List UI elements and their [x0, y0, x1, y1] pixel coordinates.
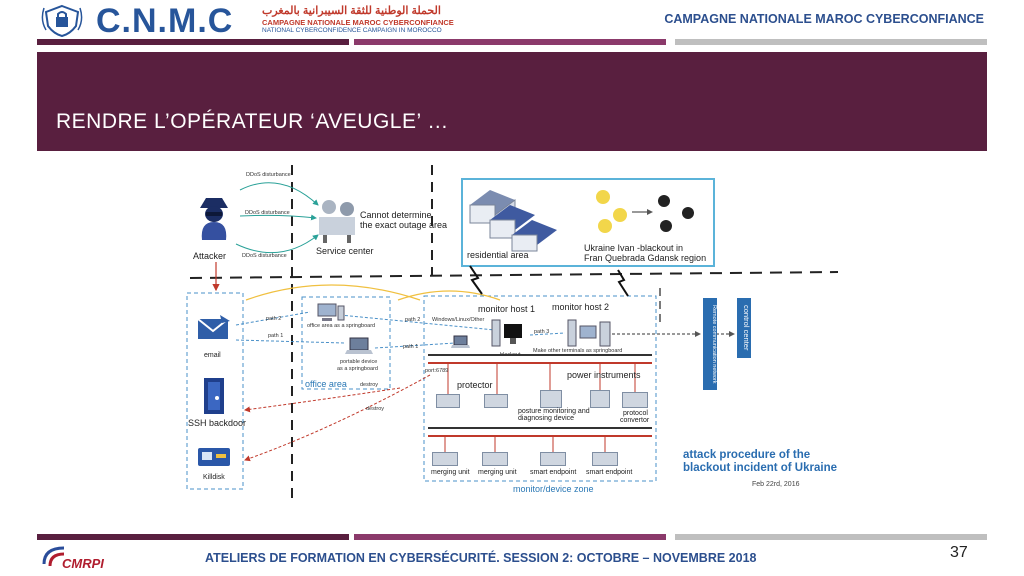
posture-label-2: diagnosing device	[518, 415, 575, 422]
header-bar-mauve	[354, 39, 666, 45]
protocol-label-1: protocol	[623, 410, 648, 417]
merging-unit-label-1: merging unit	[431, 469, 470, 476]
protocol-label-2: convertor	[620, 417, 650, 424]
monitor-host-2-label: monitor host 2	[552, 302, 610, 312]
protector-label: protector	[457, 380, 493, 390]
title-banner	[37, 52, 987, 151]
page-number: 37	[950, 544, 968, 561]
blackout-label: blackout	[500, 352, 521, 358]
service-center-icon	[315, 195, 360, 248]
smart-endpoint-label-2: smart endpoint	[586, 469, 633, 476]
logo-french: CAMPAGNE NATIONALE MAROC CYBERCONFIANCE	[262, 18, 454, 27]
service-center-label: Service center	[316, 246, 374, 256]
power-instruments-label: power instruments	[567, 370, 641, 380]
footer-session: ATELIERS DE FORMATION EN CYBERSÉCURITÉ. …	[205, 551, 757, 565]
monitor-host-1-label: monitor host 1	[478, 304, 536, 314]
cmrpi-logo-mark	[40, 544, 68, 575]
ddos-label-3: DDoS disturbance	[242, 253, 287, 259]
laptop-icon	[345, 336, 375, 363]
ukraine-label-1: Ukraine Ivan -blackout in	[584, 243, 684, 253]
logo-arabic: الحملة الوطنية للثقة السيبرانية بالمغرب	[262, 5, 441, 17]
merging-unit-device-2	[482, 452, 508, 466]
destroy-label-2: destroy	[366, 406, 385, 412]
cmrpi-logo-text: CMRPI	[62, 556, 104, 571]
merging-unit-device-1	[432, 452, 458, 466]
logo-english: NATIONAL CYBERCONFIDENCE CAMPAIGN IN MOR…	[262, 27, 442, 34]
ddos-label-1: DDoS disturbance	[246, 172, 291, 178]
slide-title: RENDRE L’OPÉRATEUR ‘AVEUGLE’ …	[56, 110, 449, 133]
campaign-title: CAMPAGNE NATIONALE MAROC CYBERCONFIANCE	[664, 12, 984, 26]
monitor-zone-label: monitor/device zone	[513, 484, 594, 494]
cnmc-emblem	[40, 4, 84, 38]
office-area-label: office area	[305, 379, 347, 389]
path-3-label: path 3	[534, 329, 550, 335]
portable-label-1: portable device	[340, 359, 378, 365]
office-computer-icon	[316, 302, 346, 329]
attack-procedure-title: attack procedure of the blackout inciden…	[683, 449, 837, 475]
attack-title-line-2: blackout incident of Ukraine	[683, 462, 837, 474]
attacker-label: Attacker	[193, 251, 227, 261]
remote-network-label: Remote communication network	[711, 304, 717, 384]
logo-text: C.N.M.C	[96, 2, 234, 40]
attack-title-line-1: attack procedure of the	[683, 449, 811, 461]
protector-device-2	[484, 394, 508, 408]
footer-bar-grey	[675, 534, 987, 540]
ssh-backdoor-label: SSH backdoor	[188, 418, 247, 428]
path-1-label-a: path 1	[268, 333, 284, 339]
ssh-door-icon	[202, 376, 226, 421]
footer-bar-dark	[37, 534, 349, 540]
email-label: email	[204, 352, 221, 359]
attacker-icon	[196, 190, 232, 245]
smart-endpoint-label-1: smart endpoint	[530, 469, 577, 476]
header-bar-grey	[675, 39, 987, 45]
power-instrument-device	[590, 390, 610, 408]
cannot-determine-label-1: Cannot determine	[360, 210, 432, 220]
office-springboard-label: office area as a springboard	[307, 323, 376, 329]
posture-device	[540, 390, 562, 408]
port-label: port:6789	[425, 368, 449, 374]
protocol-convertor-device	[622, 392, 648, 408]
make-other-label: Make other terminals as springboard	[533, 348, 623, 354]
ukraine-label-2: Fran Quebrada Gdansk region	[584, 253, 707, 263]
date-label: Feb 22rd, 2016	[752, 481, 800, 488]
email-icon	[196, 313, 232, 348]
path-1-label-b: path 1	[403, 344, 419, 350]
windows-linux-label: Windows/Linux/Other	[432, 317, 485, 323]
residential-area-label: residential area	[467, 250, 529, 260]
footer-bar-mauve	[354, 534, 666, 540]
cannot-determine-label-2: the exact outage area	[360, 220, 448, 230]
killdisk-icon	[194, 442, 234, 477]
portable-label-2: as a springboard	[337, 366, 378, 372]
protector-device-1	[436, 394, 460, 408]
killdisk-label: Killdisk	[203, 474, 225, 481]
header-bar-dark	[37, 39, 349, 45]
posture-label-1: posture monitoring and	[518, 408, 590, 415]
merging-unit-label-2: merging unit	[478, 469, 517, 476]
smart-endpoint-device-2	[592, 452, 618, 466]
control-center-label: control center	[742, 305, 751, 351]
ddos-label-2: DDoS disturbance	[245, 210, 290, 216]
hacked-laptop-icon	[451, 335, 471, 356]
destroy-label-1: destroy	[360, 382, 379, 388]
monitor-host-1-icon	[490, 318, 530, 357]
monitor-host-2-icon	[566, 318, 614, 357]
smart-endpoint-device-1	[540, 452, 566, 466]
path-2-label-a: path 2	[266, 316, 282, 322]
path-2-label-b: path 2	[405, 317, 421, 323]
